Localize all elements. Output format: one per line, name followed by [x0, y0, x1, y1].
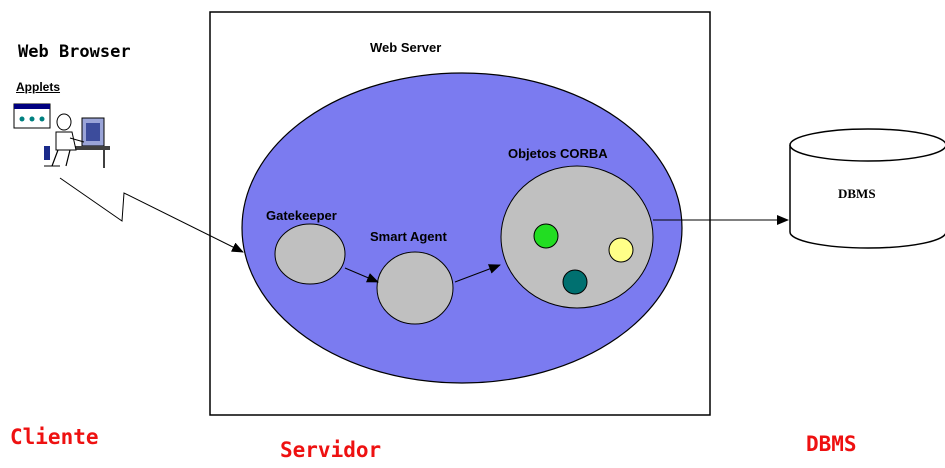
gatekeeper-label: Gatekeeper — [266, 208, 337, 223]
gatekeeper-node — [274, 223, 346, 285]
dbms-label: DBMS — [838, 186, 876, 201]
corba-object-teal — [562, 269, 588, 295]
user-at-computer-icon — [13, 103, 110, 168]
corba-objects-node — [500, 165, 654, 309]
corba-objects-label: Objetos CORBA — [508, 146, 608, 161]
corba-object-yellow — [608, 237, 634, 263]
dbms-footer-label: DBMS — [806, 432, 857, 456]
servidor-footer-label: Servidor — [280, 438, 382, 462]
smart-agent-label: Smart Agent — [370, 229, 447, 244]
dbms-cylinder — [789, 128, 945, 249]
applets-label: Applets — [16, 80, 61, 94]
corba-object-green — [533, 223, 559, 249]
smart-agent-node — [376, 251, 454, 325]
agent-to-corba-arrow — [454, 264, 501, 283]
web-browser-title: Web Browser — [18, 42, 131, 62]
gatekeeper-to-agent-arrow — [344, 267, 379, 283]
cliente-footer-label: Cliente — [10, 425, 99, 449]
client-to-server-arrow — [59, 177, 244, 253]
web-server-title: Web Server — [370, 40, 442, 55]
